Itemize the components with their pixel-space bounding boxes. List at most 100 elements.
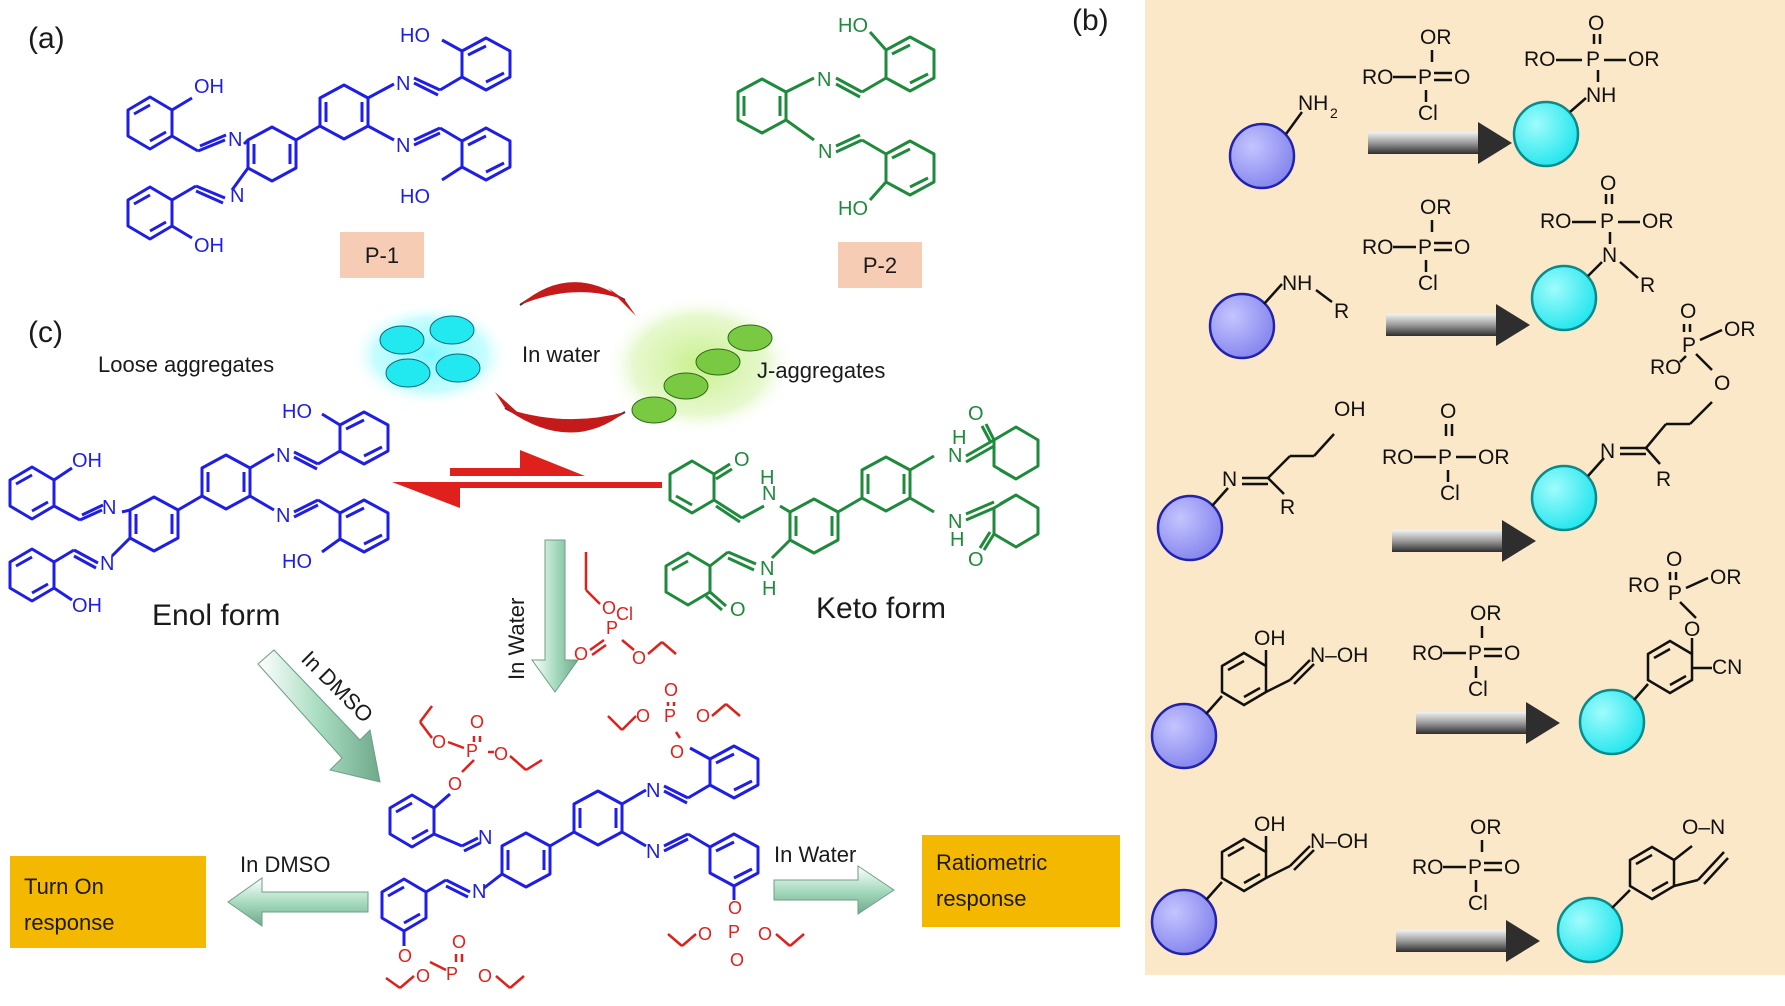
in-dmso-left-label: In DMSO: [240, 852, 330, 877]
p1-structure: OH N N OH N HO N: [126, 25, 512, 257]
svg-text:O: O: [734, 449, 750, 471]
svg-text:R: R: [1280, 496, 1295, 519]
svg-text:OH: OH: [1254, 813, 1286, 836]
svg-text:N: N: [948, 445, 962, 467]
in-water-cycle-label: In water: [522, 342, 600, 367]
loose-aggregates-icon: [350, 303, 510, 407]
svg-text:O: O: [470, 712, 484, 732]
svg-text:O: O: [1440, 400, 1456, 423]
phosphorylated-product: O P O O O N N O P O O O: [380, 680, 805, 990]
svg-text:P: P: [1682, 334, 1696, 357]
svg-text:O: O: [670, 742, 684, 762]
svg-text:HO: HO: [282, 551, 312, 573]
p2-label: P-2: [863, 253, 897, 278]
svg-text:O: O: [968, 403, 984, 425]
svg-text:O: O: [1504, 856, 1520, 879]
svg-text:OH: OH: [194, 235, 224, 257]
svg-text:P: P: [1468, 856, 1482, 879]
svg-text:NH: NH: [1282, 272, 1312, 295]
svg-text:P: P: [664, 706, 676, 726]
svg-text:O: O: [1588, 12, 1604, 35]
svg-text:OR: OR: [1420, 26, 1452, 49]
p1-label-box: [340, 232, 424, 278]
svg-text:R: R: [1656, 468, 1671, 491]
svg-text:OH: OH: [72, 595, 102, 617]
svg-text:P: P: [1418, 66, 1432, 89]
svg-text:O: O: [432, 732, 446, 752]
svg-text:P: P: [1586, 48, 1600, 71]
svg-text:RO: RO: [1628, 574, 1660, 597]
svg-text:N–OH: N–OH: [1310, 830, 1368, 853]
svg-text:O: O: [478, 966, 492, 986]
svg-text:OH: OH: [1334, 398, 1366, 421]
svg-text:O: O: [728, 898, 742, 918]
svg-text:P: P: [466, 741, 478, 761]
svg-text:N: N: [276, 445, 290, 467]
svg-text:NH: NH: [1586, 84, 1616, 107]
svg-text:O: O: [1600, 172, 1616, 195]
reaction-arrow-icon: [1368, 132, 1478, 154]
enol-structure: OH N N OH N HO N: [8, 401, 390, 617]
svg-text:OR: OR: [1470, 602, 1502, 625]
panel-label-c: (c): [28, 316, 63, 349]
svg-text:OR: OR: [1642, 210, 1674, 233]
svg-text:P: P: [1418, 236, 1432, 259]
panel-label-b: (b): [1072, 4, 1109, 37]
svg-text:N: N: [276, 505, 290, 527]
svg-text:O: O: [730, 950, 744, 970]
svg-text:Cl: Cl: [1418, 272, 1438, 295]
svg-text:N: N: [478, 827, 492, 849]
ratiometric-response-box: [922, 835, 1120, 927]
svg-text:OR: OR: [1710, 566, 1742, 589]
svg-text:RO: RO: [1412, 856, 1444, 879]
p2-structure: N HO N HO: [736, 15, 936, 220]
svg-text:OR: OR: [1420, 196, 1452, 219]
svg-text:O: O: [696, 706, 710, 726]
svg-text:N: N: [817, 69, 831, 91]
svg-text:P: P: [1468, 642, 1482, 665]
reagent-chlorophosphate: O P Cl O O: [574, 552, 677, 668]
svg-text:HO: HO: [838, 15, 868, 37]
svg-text:RO: RO: [1524, 48, 1556, 71]
svg-text:RO: RO: [1412, 642, 1444, 665]
j-aggregates-label: J-aggregates: [757, 358, 885, 383]
cycle-icon: [495, 282, 636, 433]
svg-text:O: O: [398, 946, 412, 966]
svg-text:OR: OR: [1470, 816, 1502, 839]
arrow-in-dmso-left: [227, 877, 369, 927]
svg-text:HO: HO: [400, 186, 430, 208]
svg-text:N: N: [646, 780, 660, 802]
svg-text:N: N: [102, 497, 116, 519]
p2-label-box: [838, 242, 922, 288]
svg-text:O: O: [1504, 642, 1520, 665]
turn-on-line1: Turn On: [24, 874, 104, 899]
svg-text:RO: RO: [1362, 236, 1394, 259]
svg-text:2: 2: [1330, 105, 1338, 121]
in-water-right-label: In Water: [774, 842, 856, 867]
arrow-in-dmso-diagonal: [257, 649, 381, 783]
turn-on-response-box: [10, 856, 206, 948]
svg-text:Cl: Cl: [1440, 482, 1460, 505]
svg-text:O: O: [758, 924, 772, 944]
svg-text:N: N: [396, 135, 410, 157]
svg-text:N: N: [100, 553, 114, 575]
svg-text:P: P: [446, 964, 458, 984]
svg-text:P: P: [1438, 446, 1452, 469]
reaction-arrow-icon: [1416, 712, 1526, 734]
in-water-down-label: In Water: [504, 598, 529, 680]
reaction-row-2: NH R OR RO P O Cl N R P RO OR O: [1208, 172, 1674, 360]
svg-text:RO: RO: [1540, 210, 1572, 233]
svg-text:HO: HO: [400, 25, 430, 47]
svg-text:O: O: [602, 598, 616, 618]
svg-text:P: P: [606, 618, 618, 638]
svg-text:N: N: [760, 558, 774, 580]
svg-text:OH: OH: [72, 450, 102, 472]
svg-text:RO: RO: [1382, 446, 1414, 469]
svg-text:N: N: [1602, 244, 1617, 267]
svg-text:O: O: [452, 932, 466, 952]
turn-on-line2: response: [24, 910, 115, 935]
svg-text:O: O: [1684, 618, 1700, 641]
svg-text:N: N: [228, 129, 242, 151]
svg-text:R: R: [1640, 274, 1655, 297]
